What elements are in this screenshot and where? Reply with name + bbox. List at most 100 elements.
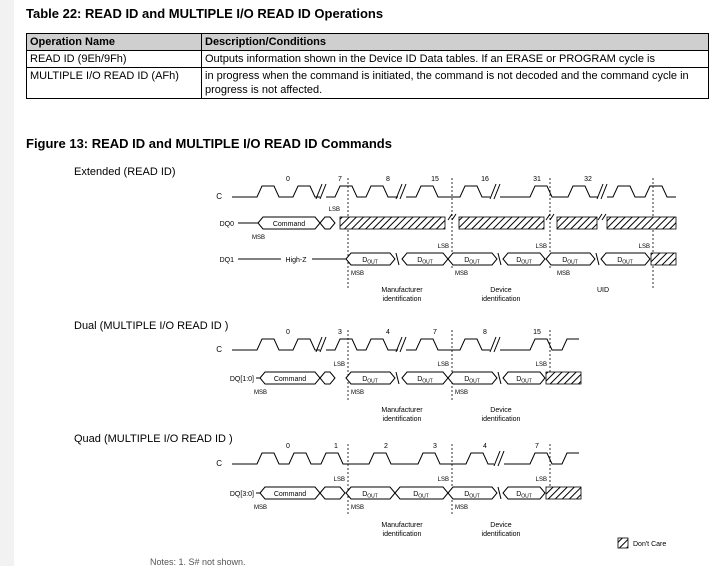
break-mark [497,371,502,385]
tick-label: 4 [483,443,487,450]
bus-transition [319,486,346,500]
manufacturer-id-label: identification [383,416,422,423]
dout-bus [600,252,651,266]
dont-care-region [545,486,582,500]
tick-label: 7 [433,329,437,336]
break-mark [493,450,505,467]
lsb-label: LSB [438,477,449,483]
lsb-label: LSB [438,244,449,250]
clock-waveform [232,338,320,351]
msb-label: MSB [252,235,265,241]
dout-bus [545,252,596,266]
dq-bus-label: DQ[1:0] [230,376,254,383]
clock-waveform [406,338,490,351]
break-mark [395,336,407,353]
dont-care-region [339,216,446,230]
dout-bus [447,252,498,266]
operations-table: Operation Name Description/Conditions RE… [26,33,709,99]
dout-label: DOUT [516,257,532,266]
description-cell: in progress when the command is initiate… [201,67,709,99]
break-mark [447,213,457,221]
tick-label: 15 [533,329,541,336]
dout-label: DOUT [562,257,578,266]
clock-waveform [504,452,579,465]
dont-care-region [545,371,582,385]
tick-label: 8 [483,329,487,336]
clock-waveform [232,185,320,198]
dout-label: DOUT [362,491,378,500]
lsb-label: LSB [334,362,345,368]
command-label: Command [274,491,306,498]
quad-diagram: C 0 1 2 3 4 7 DQ[3:0] Command DOUT DOUT … [216,443,582,538]
tick-label: 0 [286,443,290,450]
break-mark [497,486,502,500]
dout-bus [447,371,498,385]
break-mark [315,183,327,200]
msb-label: MSB [351,390,364,396]
operation-name-cell: READ ID (9Eh/9Fh) [26,50,202,68]
dq0-label: DQ0 [220,221,235,228]
table-title: Table 22: READ ID and MULTIPLE I/O READ … [26,6,384,21]
manufacturer-id-label: Manufacturer [381,407,423,414]
tick-label: 4 [386,329,390,336]
tick-label: 0 [286,329,290,336]
msb-label: MSB [557,271,570,277]
tick-label: 1 [334,443,338,450]
break-mark [395,371,400,385]
lsb-label: LSB [536,244,547,250]
page-margin-strip [0,0,14,566]
tick-label: 31 [533,176,541,183]
dout-label: DOUT [362,257,378,266]
clock-waveform [326,338,398,351]
msb-label: MSB [351,271,364,277]
manufacturer-id-label: identification [383,531,422,538]
legend-label: Don't Care [633,541,666,548]
dont-care-swatch [617,537,629,549]
clock-waveform [406,185,490,198]
msb-label: MSB [351,505,364,511]
dont-care-region [556,216,598,230]
device-id-label: identification [482,296,521,303]
dout-label: DOUT [362,376,378,385]
command-label: Command [274,376,306,383]
dout-bus [502,486,546,500]
device-id-label: Device [490,287,512,294]
tick-label: 16 [481,176,489,183]
break-mark [395,252,400,266]
figure-title: Figure 13: READ ID and MULTIPLE I/O READ… [26,136,392,151]
highz-label: High-Z [285,257,307,264]
operation-name-cell: MULTIPLE I/O READ ID (AFh) [26,67,202,99]
tick-label: 32 [584,176,592,183]
header-description: Description/Conditions [201,33,709,51]
tick-label: 15 [431,176,439,183]
lsb-label: LSB [536,362,547,368]
msb-label: MSB [455,505,468,511]
break-mark [497,252,502,266]
tick-label: 8 [386,176,390,183]
break-mark [595,252,600,266]
tick-label: 3 [433,443,437,450]
break-mark [545,213,555,221]
tick-label: 7 [338,176,342,183]
section-label-dual: Dual (MULTIPLE I/O READ ID ) [74,320,229,332]
dout-label: DOUT [464,257,480,266]
header-operation-name: Operation Name [26,33,202,51]
dout-bus [345,371,396,385]
device-id-label: Device [490,522,512,529]
table-row: MULTIPLE I/O READ ID (AFh) in progress w… [26,67,709,99]
device-id-label: Device [490,407,512,414]
manufacturer-id-label: Manufacturer [381,522,423,529]
break-mark [489,336,501,353]
dout-bus [502,252,546,266]
clock-waveform [326,185,398,198]
dout-label: DOUT [413,491,429,500]
extended-diagram: C 0 7 8 15 16 31 32 DQ0 Command [216,176,677,303]
manufacturer-id-label: Manufacturer [381,287,423,294]
dout-label: DOUT [417,257,433,266]
clock-waveform [607,185,676,198]
dout-bus [447,486,498,500]
break-mark [395,183,407,200]
bus-transition [319,371,336,385]
timing-guides [347,444,551,515]
dout-bus [502,371,546,385]
